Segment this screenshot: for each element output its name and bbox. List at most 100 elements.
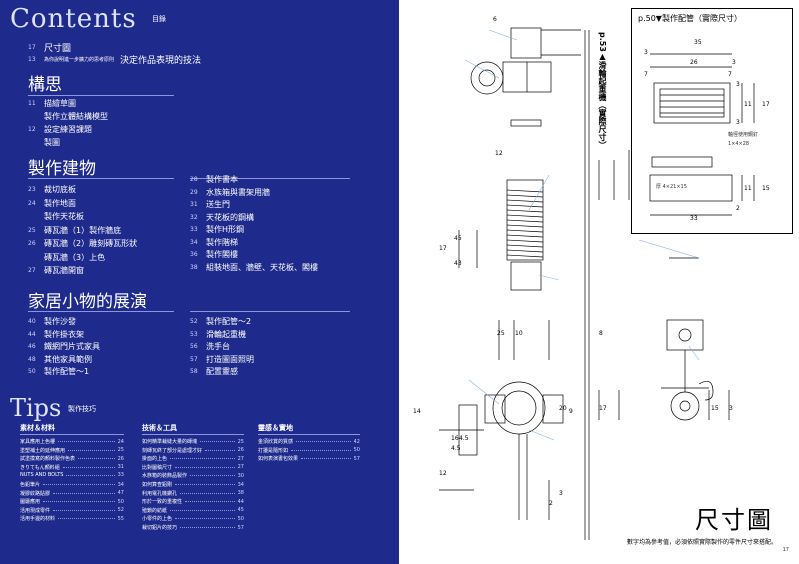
box-title: p.50▼製作配管（實際尺寸）: [638, 14, 742, 23]
tip-label: 掛面的上色: [142, 456, 168, 463]
tip-leader-dots: [66, 474, 115, 476]
dimension-label: 7: [644, 71, 648, 78]
toc-label: 洗手台: [206, 342, 230, 351]
toc-item[interactable]: 製作天花板: [28, 211, 84, 222]
tip-page-number: 55: [117, 515, 124, 522]
toc-item[interactable]: 磚瓦牆（3）上色: [28, 252, 105, 263]
toc-page-number: 25: [28, 226, 36, 234]
dimension-label: 17: [439, 245, 447, 252]
coil-line: [506, 199, 544, 203]
tip-label: 打擾是隨形如: [258, 447, 289, 454]
toc-item[interactable]: 17 尺寸圖: [28, 41, 71, 54]
tip-leader-dots: [170, 458, 235, 460]
tip-page-number: 25: [117, 447, 124, 454]
tip-label: 裁切鋁片的技巧: [142, 525, 178, 531]
dimension-label: 11: [744, 101, 752, 108]
section-title: 家居小物的展演: [28, 292, 147, 312]
dimension-label: 8: [599, 330, 603, 337]
toc-label: 製作立體結構模型: [44, 112, 108, 121]
toc-page-number: 57: [190, 355, 198, 363]
tip-page-number: 26: [237, 447, 244, 454]
toc-small-label: 為你說明進一步擴力的思考原則: [44, 57, 115, 63]
tip-leader-dots: [291, 449, 351, 451]
coil-line: [506, 224, 544, 228]
dimension-label: 43: [454, 260, 462, 267]
box-note: 厚 4×21×15: [656, 184, 687, 190]
tip-leader-dots: [62, 466, 115, 468]
toc-page-number: 12: [28, 126, 36, 133]
tip-page-number: 52: [117, 507, 124, 514]
toc-item[interactable]: 13 為你說明進一步擴力的思考原則 決定作品表現的技法: [28, 53, 201, 66]
toc-label: 製作閣樓: [206, 250, 238, 259]
toc-page-number: 28: [190, 176, 198, 183]
tip-page-number: 30: [237, 472, 244, 479]
dimension-label: 3: [729, 405, 733, 412]
toc-item[interactable]: 製作立體結構模型: [28, 111, 108, 122]
coil-line: [506, 239, 544, 243]
tip-item[interactable]: 活用手邊的材料 55: [20, 515, 124, 523]
tip-leader-dots: [53, 509, 115, 511]
tip-label: 活用手邊的材料: [20, 516, 56, 523]
coil-line: [506, 214, 544, 218]
dimension-label: 17: [599, 405, 607, 412]
pipe-drawing: [649, 53, 755, 216]
toc-page-number: 52: [190, 318, 198, 325]
coil-line: [506, 254, 544, 258]
tips-column-heading: 技術＆工具: [142, 424, 177, 432]
toc-item[interactable]: 製圖: [28, 137, 60, 148]
dimension-label: 20: [559, 405, 567, 412]
tip-leader-dots: [68, 449, 115, 451]
tip-leader-dots: [301, 458, 351, 460]
tip-page-number: 57: [353, 455, 360, 462]
